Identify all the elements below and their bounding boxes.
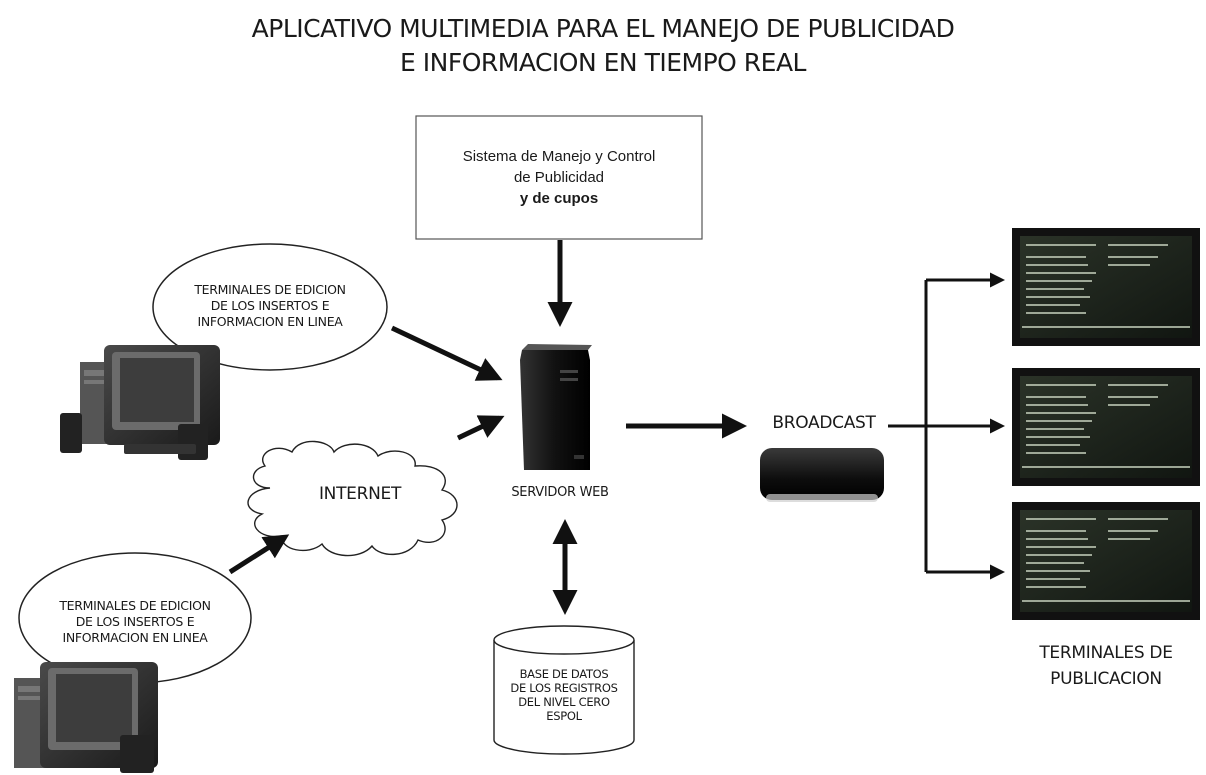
server-icon xyxy=(520,344,592,470)
editing-terminal-top-label: TERMINALES DE EDICION DE LOS INSERTOS E … xyxy=(160,282,380,330)
internet-label: INTERNET xyxy=(318,484,402,504)
computer-icon xyxy=(14,662,158,773)
monitor-screen-icon xyxy=(1012,368,1200,486)
monitor-screen-icon xyxy=(1012,502,1200,620)
editing-terminal-bottom-label: TERMINALES DE EDICION DE LOS INSERTOS E … xyxy=(25,598,245,646)
broadcast-label: BROADCAST xyxy=(772,413,876,433)
speech-bubble-top xyxy=(152,243,388,371)
arrow-edit-top-to-server xyxy=(390,325,503,381)
publication-line1: TERMINALES DE xyxy=(1039,643,1173,663)
database-line4: ESPOL xyxy=(546,709,582,723)
page-title-line2: E INFORMACION EN TIEMPO REAL xyxy=(400,48,806,77)
computer-icon xyxy=(60,345,220,460)
editing-bottom-line2: DE LOS INSERTOS E xyxy=(75,614,195,629)
database-line2: DE LOS REGISTROS xyxy=(510,681,618,695)
system-box-line2: de Publicidad xyxy=(513,169,605,186)
editing-top-line1: TERMINALES DE EDICION xyxy=(194,282,346,297)
monitor-screen-icon xyxy=(1012,228,1200,346)
database-line3: DEL NIVEL CERO xyxy=(518,695,610,709)
arrow-cloud-to-server xyxy=(456,415,505,441)
system-box-line3: y de cupos xyxy=(519,190,599,207)
editing-top-line2: DE LOS INSERTOS E xyxy=(210,298,330,313)
system-box-line1: Sistema de Manejo y Control xyxy=(462,148,656,165)
router-icon xyxy=(760,448,884,502)
editing-bottom-line3: INFORMACION EN LINEA xyxy=(62,630,208,645)
editing-top-line3: INFORMACION EN LINEA xyxy=(197,314,343,329)
publication-terminals-label: TERMINALES DE PUBLICACION xyxy=(1016,640,1196,692)
arrow-edit-bottom-to-cloud xyxy=(228,534,290,575)
database-label: BASE DE DATOS DE LOS REGISTROS DEL NIVEL… xyxy=(494,667,634,723)
system-box-text: Sistema de Manejo y Control de Publicida… xyxy=(416,146,702,209)
server-label: SERVIDOR WEB xyxy=(511,485,609,500)
publication-line2: PUBLICACION xyxy=(1050,669,1162,689)
page-title-line1: APLICATIVO MULTIMEDIA PARA EL MANEJO DE … xyxy=(251,14,955,43)
database-line1: BASE DE DATOS xyxy=(519,667,609,681)
system-box xyxy=(415,115,703,240)
editing-bottom-line1: TERMINALES DE EDICION xyxy=(59,598,211,613)
database-icon xyxy=(493,625,635,755)
broadcast-connectors xyxy=(888,280,928,572)
